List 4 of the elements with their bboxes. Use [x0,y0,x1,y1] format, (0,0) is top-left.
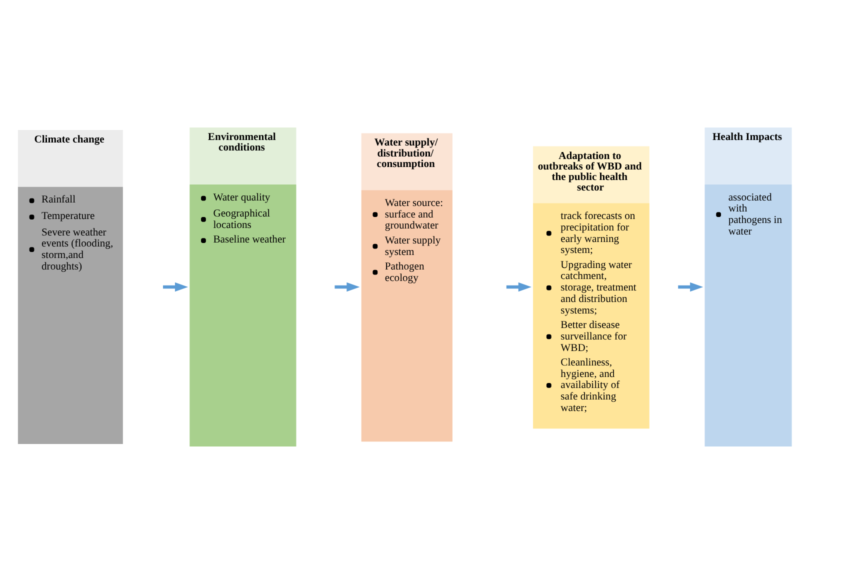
arrow [334,282,360,292]
arrow [678,282,704,292]
arrow [506,282,532,292]
arrow [163,282,188,292]
